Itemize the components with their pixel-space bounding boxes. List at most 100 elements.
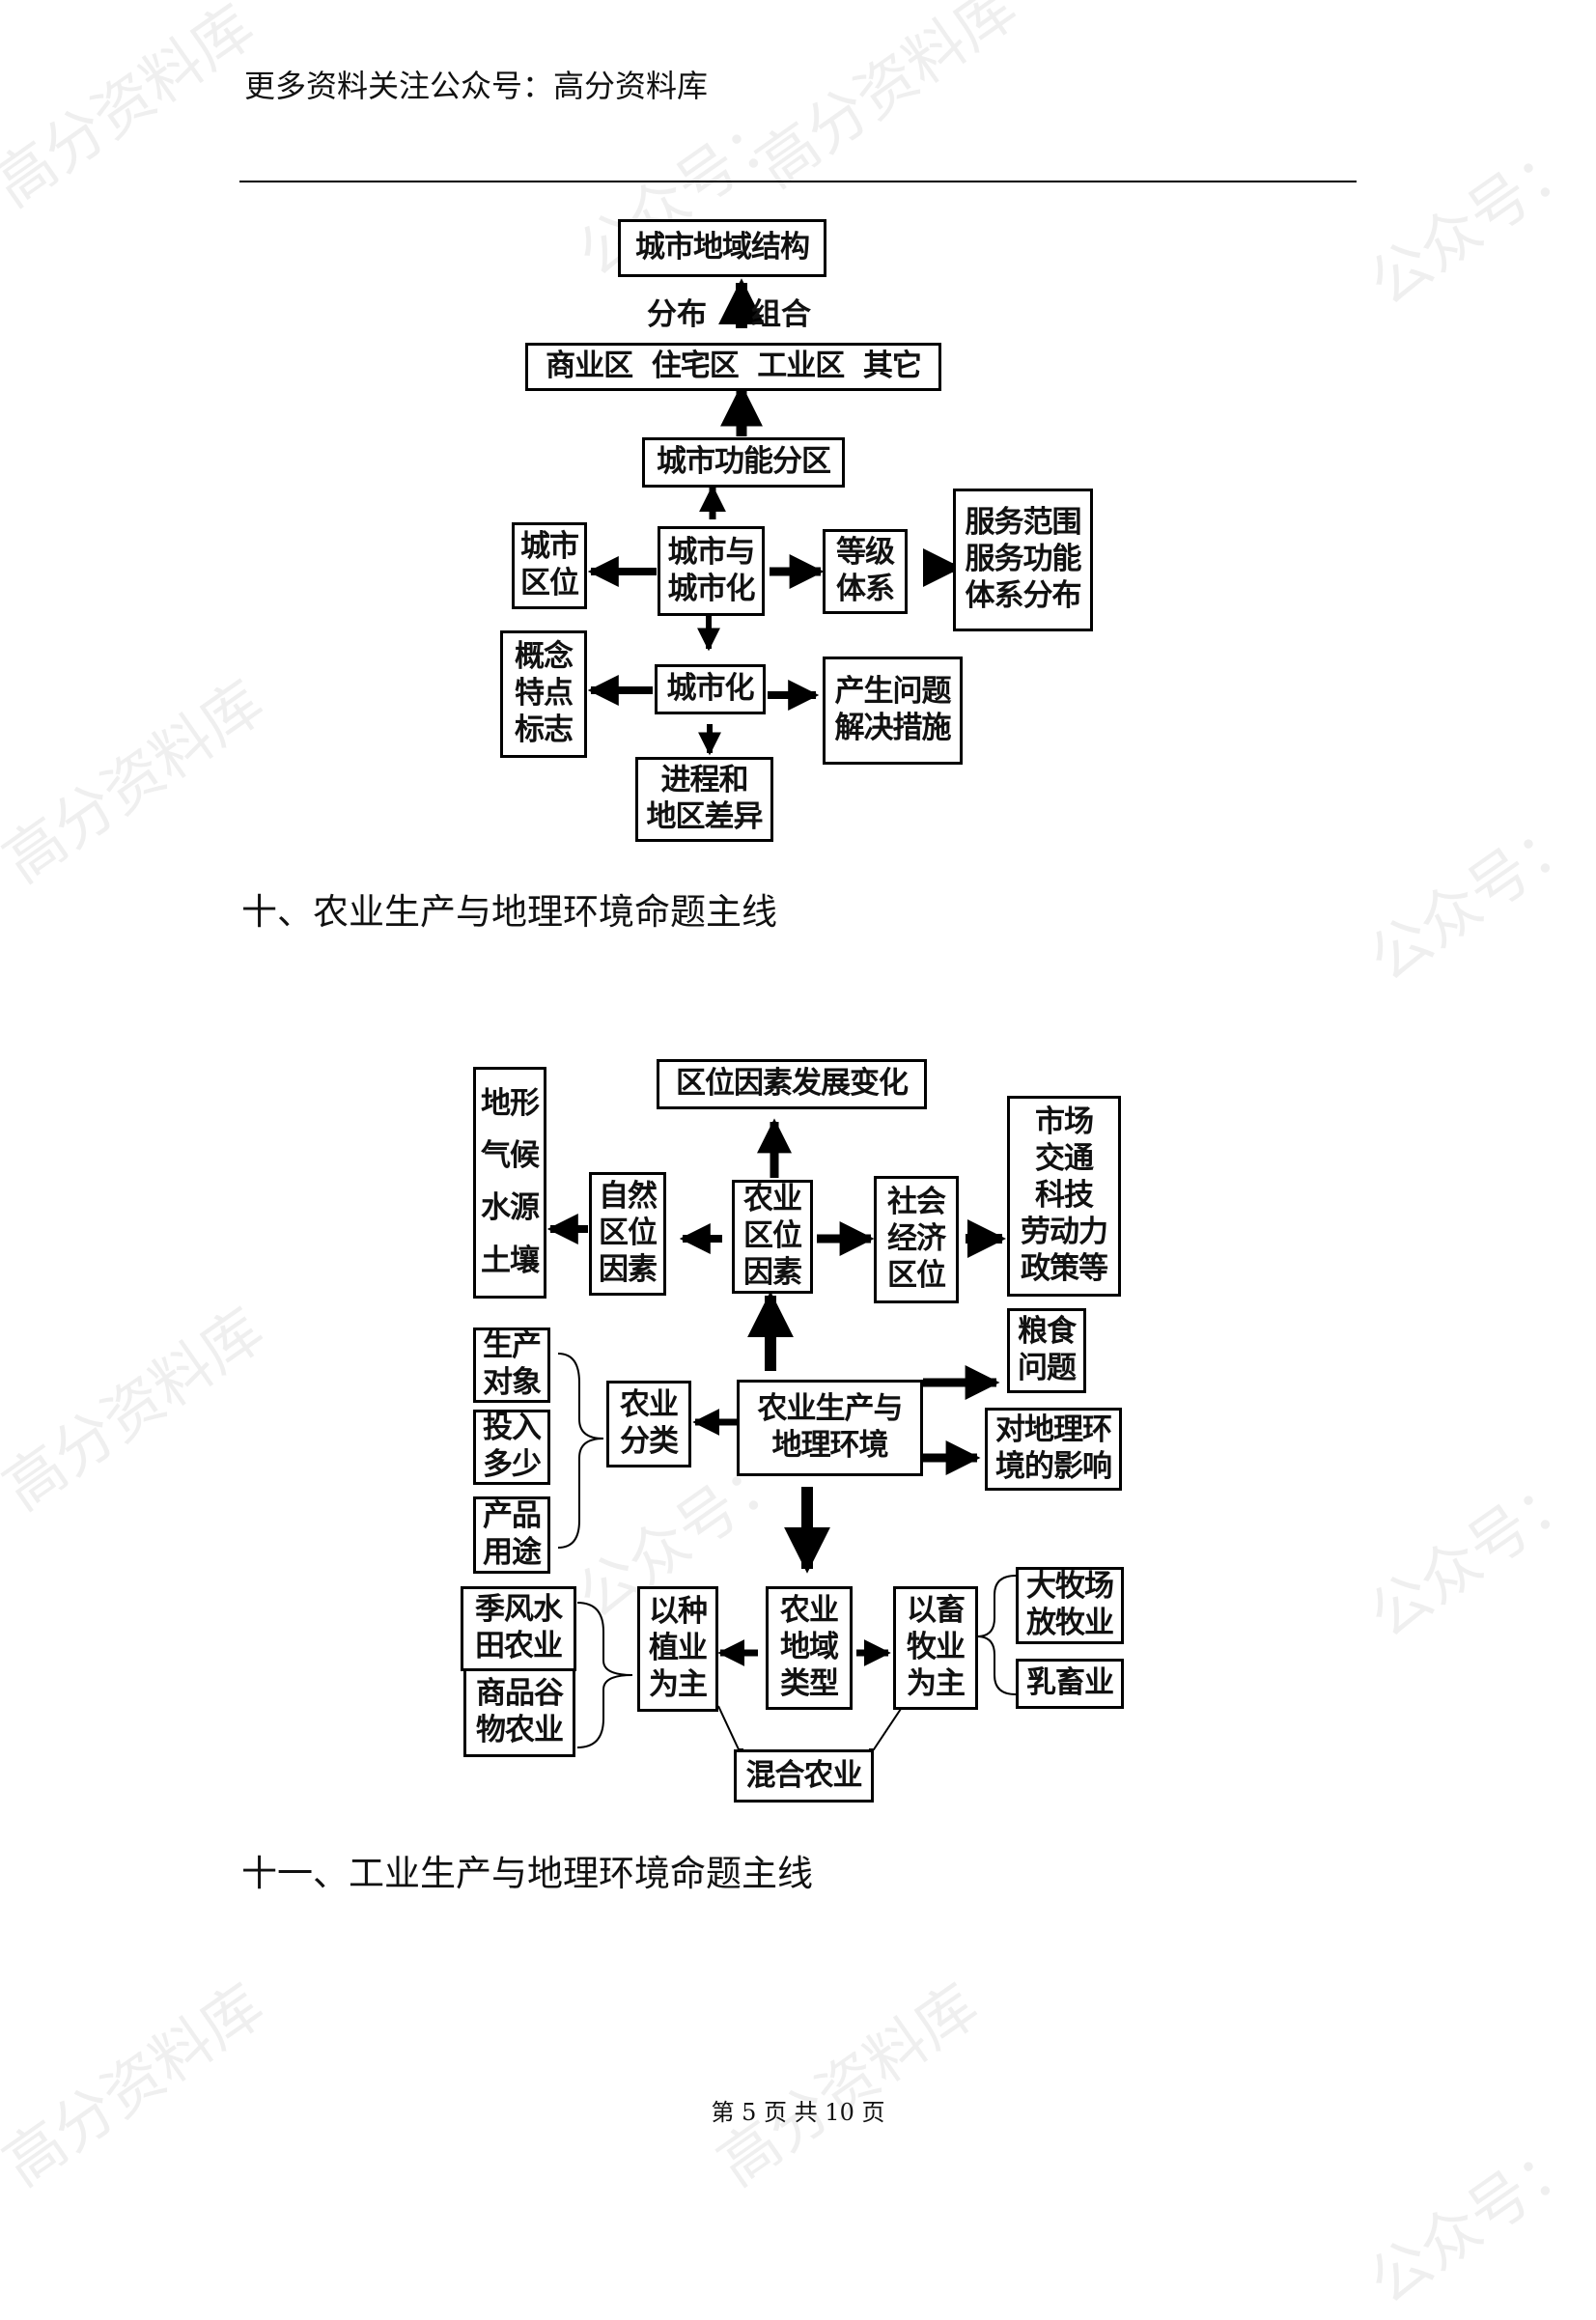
node-text: 市场 — [1035, 1104, 1094, 1140]
diagram-connectors — [546, 278, 1017, 1750]
node-class-use: 产品 用途 — [473, 1496, 550, 1574]
node-region-types: 农业 地域 类型 — [766, 1586, 853, 1710]
node-urbanization: 城市化 — [655, 664, 766, 714]
node-text: 进程和 — [660, 763, 749, 798]
node-text: 物农业 — [476, 1713, 564, 1747]
node-text: 农业 — [743, 1182, 802, 1217]
node-natural-items: 地形 气候 水源 土壤 — [473, 1067, 546, 1299]
node-text: 劳动力 — [1021, 1214, 1108, 1249]
node-text: 为主 — [649, 1666, 708, 1702]
node-text: 乳畜业 — [1026, 1665, 1114, 1701]
brace-classify — [557, 1353, 604, 1549]
node-text: 大牧场 — [1026, 1569, 1114, 1605]
node-text: 地区差异 — [646, 799, 764, 834]
node-text: 商品谷 — [476, 1676, 564, 1712]
node-text: 地理环境 — [771, 1428, 889, 1463]
node-problems: 产生问题 解决措施 — [823, 657, 963, 765]
node-text: 农业生产与 — [757, 1391, 904, 1427]
node-text: 牧业 — [907, 1630, 966, 1665]
brace-crops — [576, 1602, 633, 1748]
node-text: 投入 — [483, 1411, 542, 1446]
node-factor-change: 区位因素发展变化 — [657, 1059, 927, 1109]
node-text: 服务功能 — [965, 542, 1082, 577]
node-crop-farming: 以种 植业 为主 — [637, 1586, 718, 1712]
node-text: 交通 — [1035, 1141, 1094, 1177]
node-city-structure: 城市地域结构 — [618, 219, 826, 277]
header-divider — [239, 181, 1357, 182]
node-text: 产生问题 — [834, 674, 952, 710]
node-text: 因素 — [743, 1254, 802, 1290]
node-text: 区位 — [743, 1218, 802, 1254]
brace-livestock — [976, 1575, 1017, 1695]
node-text: 土壤 — [481, 1243, 540, 1278]
node-text: 区位因素发展变化 — [676, 1066, 909, 1102]
node-process: 进程和 地区差异 — [635, 757, 773, 842]
node-text: 区位 — [887, 1257, 946, 1293]
node-natural-factors: 自然 区位 因素 — [589, 1172, 666, 1296]
node-text: 地域 — [780, 1630, 839, 1665]
node-text: 农业 — [780, 1593, 839, 1629]
node-ranch: 大牧场 放牧业 — [1016, 1567, 1124, 1644]
node-text: 境的影响 — [995, 1449, 1112, 1484]
node-text: 对地理环 — [995, 1412, 1112, 1448]
node-class-object: 生产 对象 — [473, 1328, 550, 1403]
node-text: 以畜 — [907, 1593, 966, 1629]
node-text: 对象 — [483, 1365, 542, 1400]
node-commercial-grain: 商品谷 物农业 — [463, 1668, 575, 1757]
node-text: 商业区 住宅区 工业区 其它 — [546, 349, 922, 384]
mixed-connector-right — [869, 1705, 904, 1750]
node-text: 服务范围 — [965, 505, 1082, 541]
node-zones: 商业区 住宅区 工业区 其它 — [525, 343, 941, 391]
label-combination: 组合 — [751, 297, 811, 332]
node-text: 类型 — [780, 1665, 839, 1701]
node-concept: 概念 特点 标志 — [500, 630, 587, 758]
node-text: 气候 — [481, 1137, 540, 1173]
node-text: 经济 — [887, 1221, 946, 1257]
node-text: 问题 — [1018, 1351, 1077, 1385]
page-header: 更多资料关注公众号：高分资料库 — [244, 68, 709, 104]
node-text: 城市地域结构 — [635, 230, 810, 266]
node-text: 等级 — [836, 535, 895, 571]
page-footer: 第 5 页 共 10 页 — [711, 2099, 885, 2126]
node-text: 区位 — [599, 1216, 658, 1251]
section-title-11: 十一、工业生产与地理环境命题主线 — [241, 1853, 813, 1894]
node-classification: 农业 分类 — [606, 1381, 691, 1467]
mixed-connector-left — [717, 1705, 743, 1750]
node-service: 服务范围 服务功能 体系分布 — [953, 489, 1093, 631]
node-text: 城市化 — [666, 671, 755, 707]
node-text: 产品 — [483, 1498, 542, 1534]
node-paddy-rice: 季风水 田农业 — [461, 1586, 576, 1671]
node-text: 区位 — [520, 566, 579, 601]
node-text: 混合农业 — [745, 1757, 863, 1793]
node-class-input: 投入 多少 — [473, 1410, 550, 1485]
node-text: 政策等 — [1021, 1250, 1108, 1286]
node-text: 田农业 — [475, 1629, 563, 1663]
node-text: 社会 — [887, 1185, 946, 1220]
node-text: 因素 — [599, 1251, 658, 1287]
node-hierarchy: 等级 体系 — [823, 529, 908, 614]
node-agri-location: 农业 区位 因素 — [732, 1180, 813, 1294]
node-text: 概念 — [515, 639, 574, 675]
node-text: 自然 — [599, 1179, 658, 1215]
node-text: 体系 — [836, 572, 895, 606]
node-functional-zones: 城市功能分区 — [642, 437, 845, 488]
node-dairy: 乳畜业 — [1016, 1659, 1124, 1709]
node-env-impact: 对地理环 境的影响 — [985, 1408, 1122, 1491]
node-text: 植业 — [649, 1631, 708, 1666]
node-text: 粮食 — [1018, 1314, 1077, 1350]
node-text: 城市与 — [667, 534, 756, 570]
node-text: 城市功能分区 — [657, 444, 831, 480]
node-text: 放牧业 — [1026, 1606, 1114, 1640]
node-social-items: 市场 交通 科技 劳动力 政策等 — [1007, 1096, 1121, 1297]
node-city-location: 城市 区位 — [512, 522, 587, 609]
node-text: 以种 — [649, 1594, 708, 1630]
node-text: 科技 — [1035, 1178, 1094, 1214]
node-text: 地形 — [481, 1085, 540, 1121]
node-text: 水源 — [481, 1190, 540, 1226]
node-mixed-farming: 混合农业 — [734, 1749, 874, 1803]
node-text: 城市 — [520, 529, 579, 565]
node-livestock-farming: 以畜 牧业 为主 — [893, 1586, 978, 1710]
node-text: 多少 — [483, 1447, 542, 1482]
node-text: 解决措施 — [834, 711, 952, 745]
node-text: 为主 — [907, 1665, 966, 1701]
